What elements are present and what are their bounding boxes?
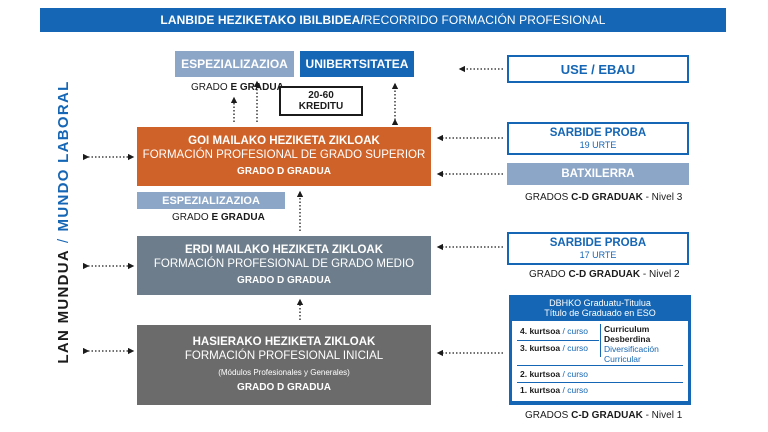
credits-box: 20-60 KREDITU <box>279 86 363 116</box>
divider <box>517 365 683 366</box>
nivel2-prefix: GRADO <box>529 269 569 280</box>
nivel1-bold: C-D GRADUAK <box>571 410 643 421</box>
espezializazioa-top-box: ESPEZIALIZAZIOA <box>175 51 294 77</box>
batxilerra-label: BATXILERRA <box>561 168 635 180</box>
espezializazioa-top-label: ESPEZIALIZAZIOA <box>181 57 288 71</box>
hasierako-box: HASIERAKO HEZIKETA ZIKLOAK FORMACIÓN PRO… <box>137 325 431 405</box>
header-bar: LANBIDE HEZIKETAKO IBILBIDEA / RECORRIDO… <box>40 8 726 32</box>
espezializazioa-mid-label: ESPEZIALIZAZIOA <box>162 194 260 207</box>
erdi-grado: GRADO D GRADUA <box>237 275 331 286</box>
divider <box>517 382 683 383</box>
erdi-subtitle: FORMACIÓN PROFESIONAL DE GRADO MEDIO <box>153 258 415 270</box>
curr-line3: Diversificación <box>604 344 659 354</box>
sarbide-proba-19-box: SARBIDE PROBA 19 URTE <box>507 122 689 155</box>
hasierako-note: (Módulos Profesionales y Generales) <box>218 368 350 377</box>
kurtsoa-2-cu: / curso <box>560 369 589 379</box>
goi-grado: GRADO D GRADUA <box>237 166 331 177</box>
batxilerra-box: BATXILERRA <box>507 163 689 185</box>
credits-line2: KREDITU <box>298 101 344 112</box>
kurtsoa-4: 4. kurtsoa / curso <box>520 326 588 336</box>
divider <box>517 340 599 341</box>
nivel2-bold: C-D GRADUAK <box>568 269 641 280</box>
goi-mailako-box: GOI MAILAKO HEZIKETA ZIKLOAK FORMACIÓN P… <box>137 127 431 186</box>
erdi-title: ERDI MAILAKO HEZIKETA ZIKLOAK <box>184 244 384 256</box>
kurtsoa-2-num: 2. kurtsoa <box>520 369 561 379</box>
unibertsitatea-box: UNIBERTSITATEA <box>300 51 414 77</box>
curr-line1: Curriculum <box>604 324 650 334</box>
grado-e-prefix: GRADO <box>191 82 231 93</box>
nivel1-caption: GRADOS C-D GRADUAK - Nivel 1 <box>525 410 682 421</box>
use-ebau-box: USE / EBAU <box>507 55 689 83</box>
dbhko-inner: 4. kurtsoa / curso 3. kurtsoa / curso Cu… <box>512 321 688 401</box>
erdi-mailako-box: ERDI MAILAKO HEZIKETA ZIKLOAK FORMACIÓN … <box>137 236 431 295</box>
nivel1-suffix: - Nivel 1 <box>642 410 683 421</box>
kurtsoa-3: 3. kurtsoa / curso <box>520 343 588 353</box>
nivel3-prefix: GRADOS <box>525 192 572 203</box>
kurtsoa-1-cu: / curso <box>560 385 589 395</box>
kurtsoa-2: 2. kurtsoa / curso <box>520 369 588 379</box>
sarbide-17-sub: 17 URTE <box>579 250 617 260</box>
goi-subtitle: FORMACIÓN PROFESIONAL DE GRADO SUPERIOR <box>142 149 426 161</box>
nivel2-suffix: - Nivel 2 <box>640 269 680 280</box>
curriculum-text: Curriculum Desberdina Diversificación Cu… <box>604 324 659 364</box>
unibertsitatea-label: UNIBERTSITATEA <box>305 57 409 71</box>
sarbide-19-sub: 19 URTE <box>579 140 617 150</box>
kurtsoa-1-num: 1. kurtsoa <box>520 385 561 395</box>
dbhko-head2: Título de Graduado en ESO <box>544 308 656 318</box>
goi-title: GOI MAILAKO HEZIKETA ZIKLOAK <box>188 135 380 147</box>
espezializazioa-mid-box: ESPEZIALIZAZIOA <box>137 192 285 209</box>
dbhko-box: DBHKO Graduatu-Titulua Título de Graduad… <box>509 295 691 405</box>
grado-e-bold: E GRADUA <box>230 82 284 93</box>
nivel3-caption: GRADOS C-D GRADUAK - Nivel 3 <box>525 192 682 203</box>
kurtsoa-1: 1. kurtsoa / curso <box>520 385 588 395</box>
grado-e-mid-prefix: GRADO <box>172 212 212 223</box>
kurtsoa-3-cu: / curso <box>560 343 589 353</box>
header-separator: / <box>360 13 364 27</box>
nivel3-bold: C-D GRADUAK <box>571 192 643 203</box>
hasierako-subtitle: FORMACIÓN PROFESIONAL INICIAL <box>184 350 384 362</box>
hasierako-title: HASIERAKO HEZIKETA ZIKLOAK <box>192 336 376 348</box>
kurtsoa-4-cu: / curso <box>560 326 589 336</box>
credits-line1: 20-60 <box>308 90 334 101</box>
curr-line4: Curricular <box>604 354 641 364</box>
header-title-bold: LANBIDE HEZIKETAKO IBILBIDEA <box>160 13 361 27</box>
grado-e-caption-mid: GRADO E GRADUA <box>172 212 265 223</box>
dbhko-head: DBHKO Graduatu-Titulua Título de Graduad… <box>511 297 689 318</box>
grado-e-caption-top: GRADO E GRADUA <box>191 82 284 93</box>
grado-e-mid-bold: E GRADUA <box>211 212 265 223</box>
curr-line2: Desberdina <box>604 334 651 344</box>
nivel1-prefix: GRADOS <box>525 410 572 421</box>
sarbide-proba-17-box: SARBIDE PROBA 17 URTE <box>507 232 689 265</box>
nivel3-suffix: - Nivel 3 <box>642 192 683 203</box>
kurtsoa-4-num: 4. kurtsoa <box>520 326 561 336</box>
hasierako-grado: GRADO D GRADUA <box>237 382 331 393</box>
dbhko-head1: DBHKO Graduatu-Titulua <box>549 298 651 308</box>
use-ebau-label: USE / EBAU <box>560 61 636 77</box>
nivel2-caption: GRADO C-D GRADUAK - Nivel 2 <box>529 269 680 280</box>
sarbide-17-title: SARBIDE PROBA <box>549 237 647 249</box>
divider <box>600 324 601 357</box>
header-title-regular: RECORRIDO FORMACIÓN PROFESIONAL <box>363 13 606 27</box>
sarbide-19-title: SARBIDE PROBA <box>549 127 647 139</box>
kurtsoa-3-num: 3. kurtsoa <box>520 343 561 353</box>
